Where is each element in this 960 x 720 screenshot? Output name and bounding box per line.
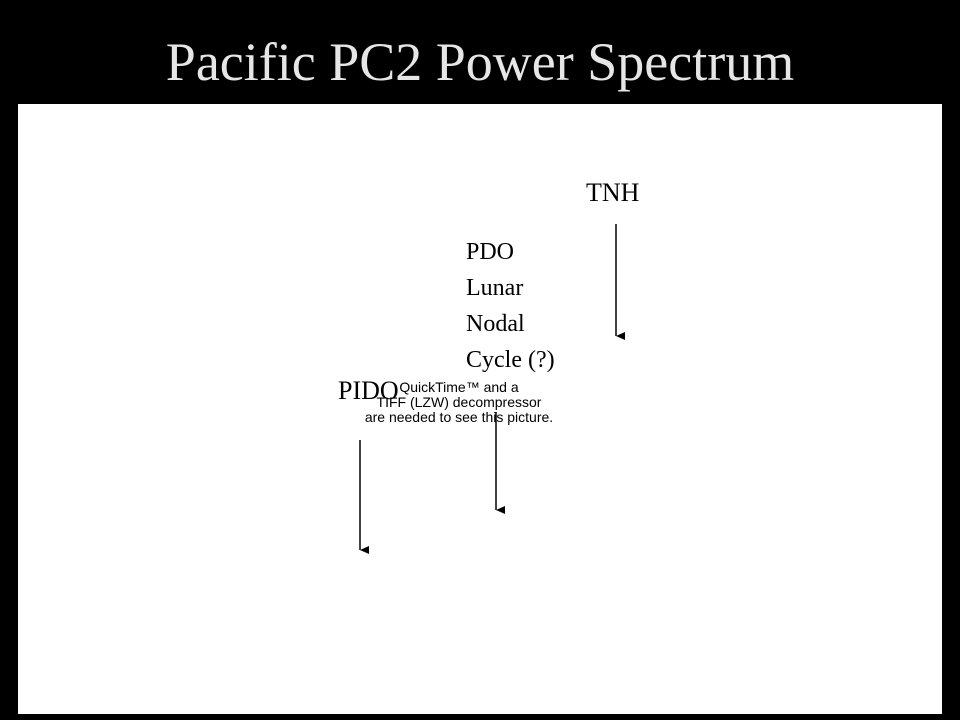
pdo-label-line: Lunar [466,275,524,301]
slide-title: Pacific PC2 Power Spectrum [165,32,795,92]
placeholder-line: are needed to see this picture. [364,409,554,425]
pdo-label-line: Nodal [466,311,525,337]
placeholder-line: TIFF (LZW) decompressor [376,394,542,410]
missing-picture-placeholder: QuickTime™ and a TIFF (LZW) decompressor… [354,380,564,425]
tnh-label: TNH [586,178,640,207]
annotation-arrows [359,224,625,554]
figure-panel: TNH PDO Lunar Nodal Cycle (?) QuickTime™… [18,104,942,714]
pido-label: PIDO [338,376,399,405]
pdo-label: PDO Lunar Nodal Cycle (?) [466,234,555,378]
pdo-label-line: Cycle (?) [466,347,555,373]
pdo-label-line: PDO [466,239,515,265]
placeholder-line: QuickTime™ and a [399,379,519,395]
